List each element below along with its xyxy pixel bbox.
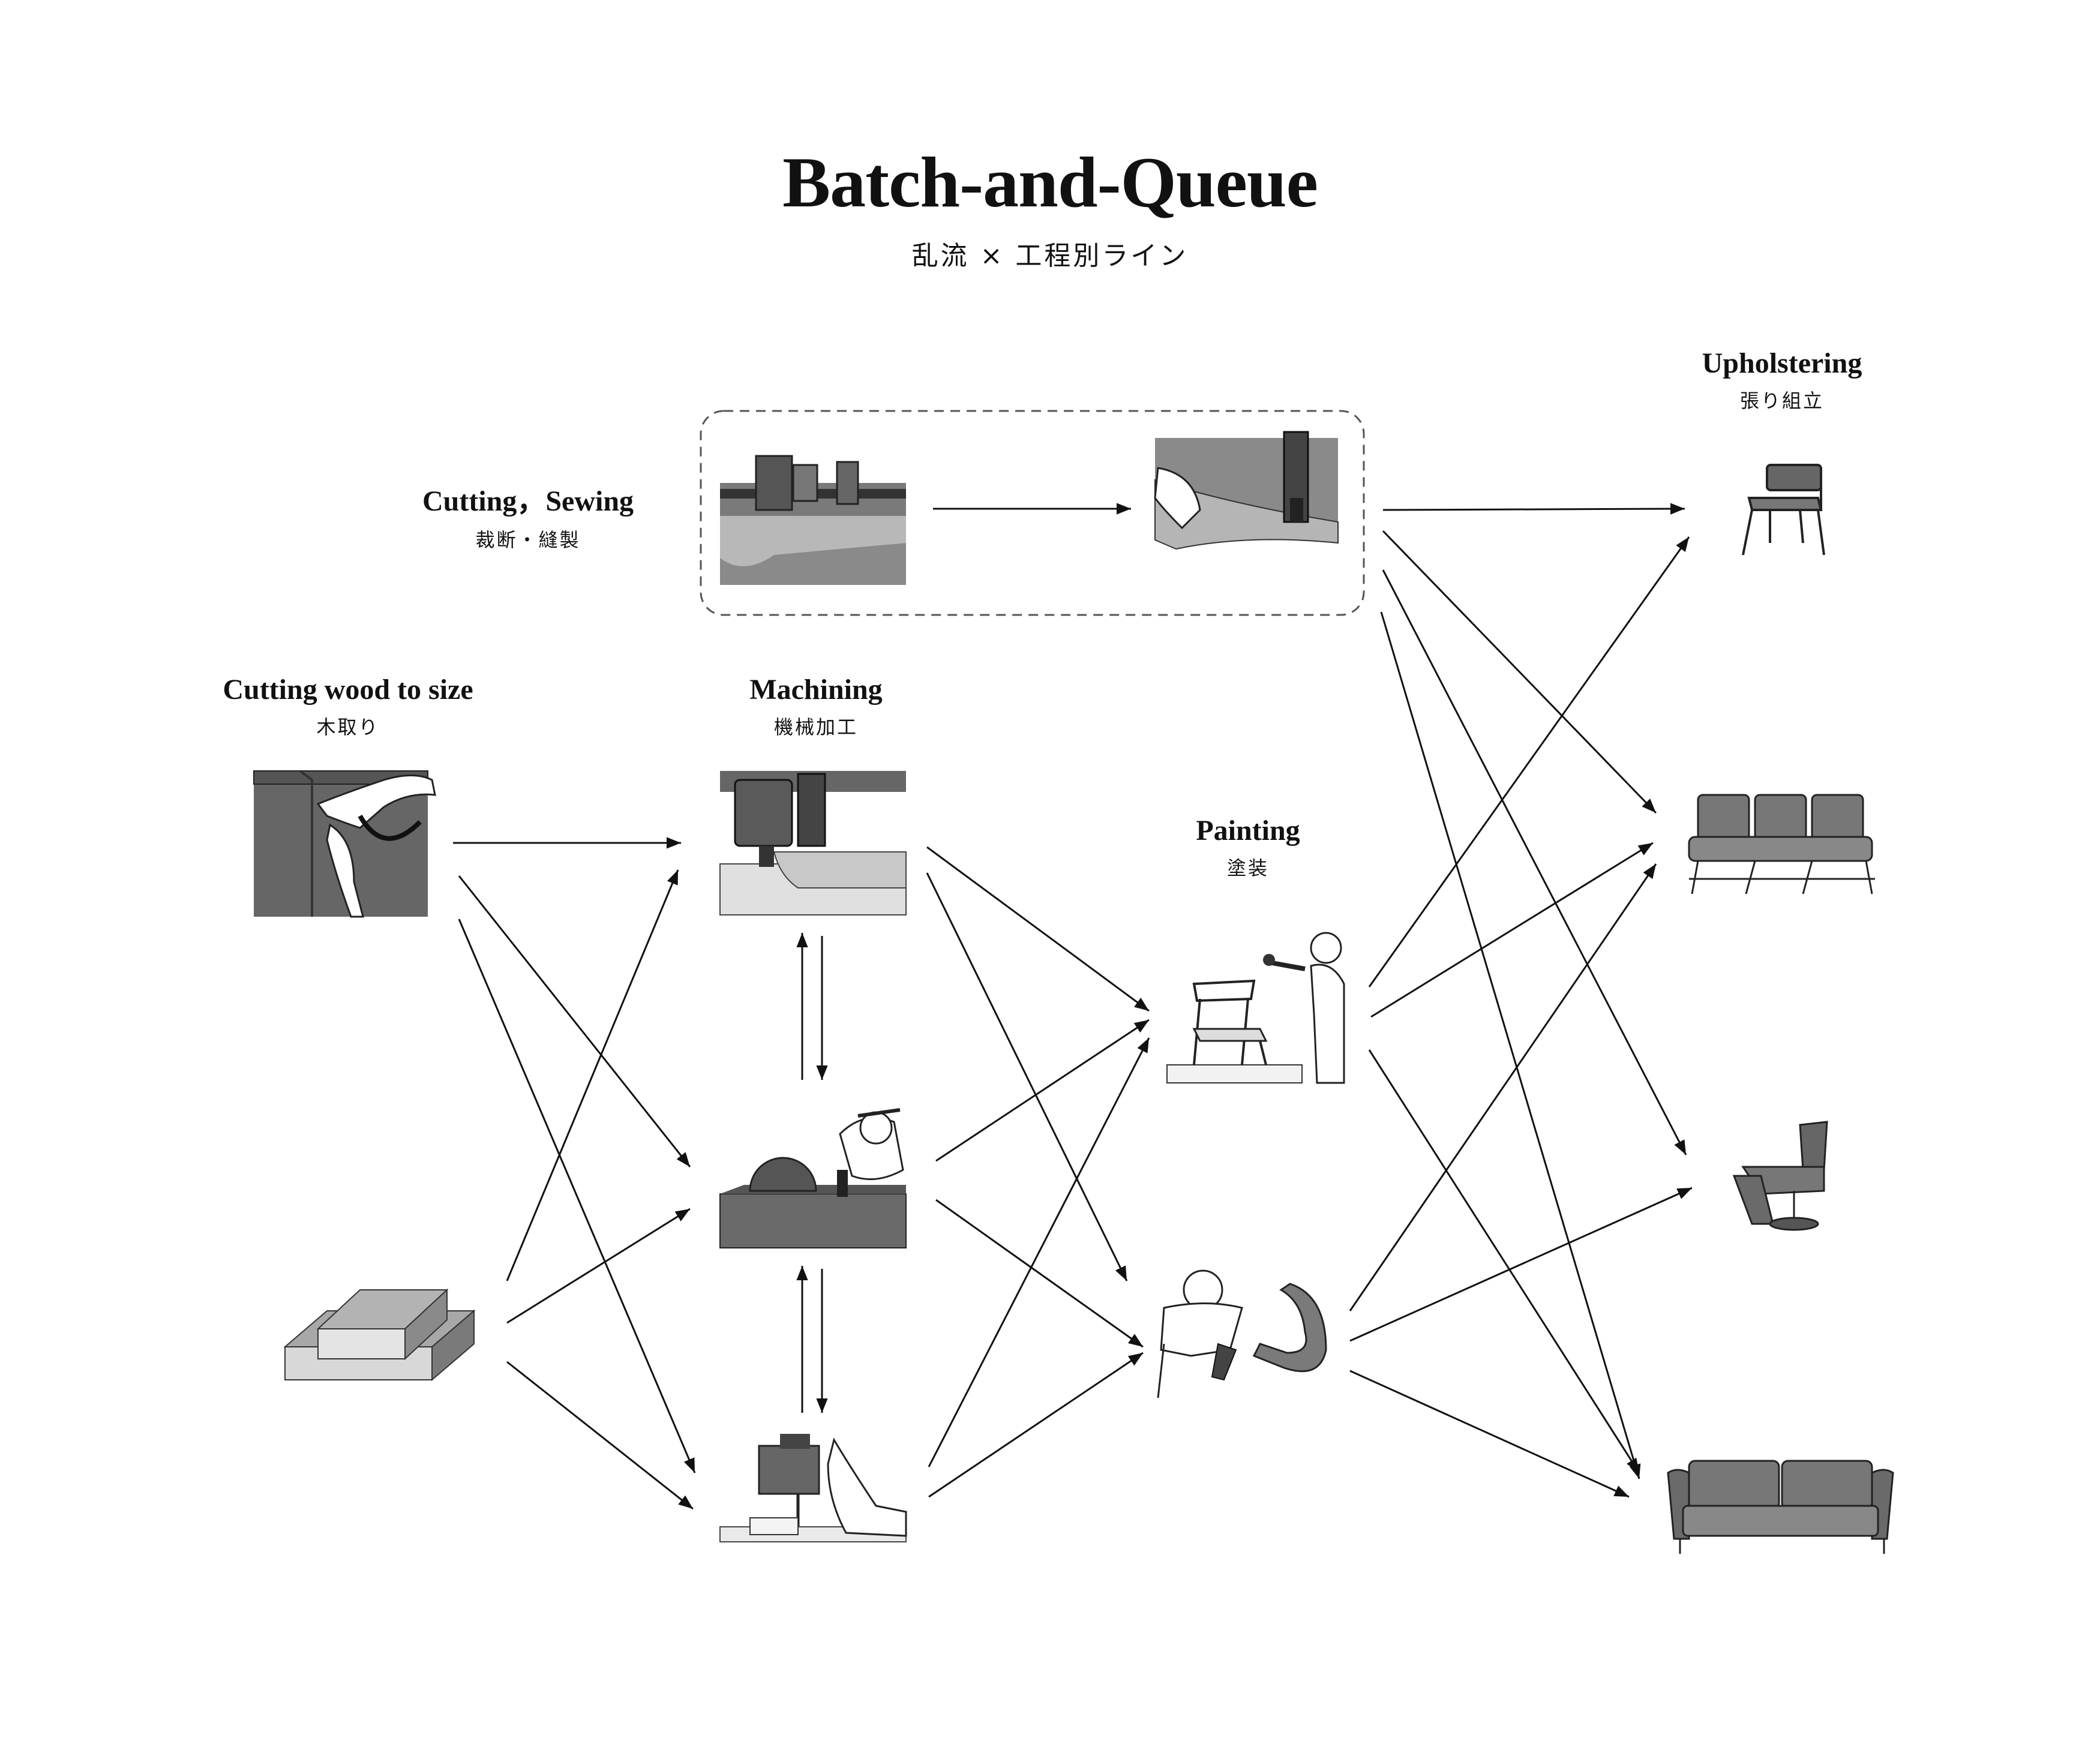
dining-chair-icon xyxy=(1742,464,1825,556)
lumber-stack-icon xyxy=(283,1288,476,1382)
arrow-woodcut-to-tablesaw xyxy=(458,875,691,1167)
arrow-sewing-to-chair xyxy=(1382,503,1685,515)
diagram-subtitle: 乱流 × 工程別ライン xyxy=(911,241,1189,271)
arrow-paintpart-to-three-seater xyxy=(1349,863,1657,1311)
arrow-paintchair-to-chair xyxy=(1368,536,1690,987)
arrow-lumber-to-router xyxy=(506,869,679,1281)
table-saw-icon xyxy=(719,1108,907,1248)
diagram-title: Batch-and-Queue xyxy=(782,142,1318,222)
arrow-lumber-to-bandsaw xyxy=(506,1361,694,1510)
label-painting-en: Painting xyxy=(1196,815,1300,847)
label-upholstering: Upholstering 張り組立 xyxy=(1656,347,1908,413)
arrow-paintpart-to-sofa xyxy=(1349,1370,1630,1498)
label-machining-en: Machining xyxy=(749,674,883,706)
label-painting: Painting 塗装 xyxy=(1128,814,1368,881)
label-cutting-sewing-jp: 裁断・縫製 xyxy=(475,529,581,551)
three-seat-sofa-icon xyxy=(1688,794,1875,894)
arrow-bandsaw-to-paintchair xyxy=(928,1037,1150,1467)
arrow-router-to-paintpart xyxy=(926,872,1128,1281)
arrow-paintchair-to-three-seater xyxy=(1370,842,1654,1018)
arrow-woodcut-to-bandsaw xyxy=(458,918,696,1473)
arrows xyxy=(453,503,1693,1510)
arrow-tablesaw-to-paintpart xyxy=(935,1199,1144,1348)
arrow-tablesaw-to-paintchair xyxy=(935,1019,1150,1162)
label-cutting-wood-jp: 木取り xyxy=(316,716,380,739)
arrow-paintpart-to-recliner xyxy=(1349,1187,1693,1342)
wood-cutting-icon xyxy=(253,770,436,918)
label-machining: Machining 機械加工 xyxy=(696,673,936,740)
cnc-cutting-table-icon xyxy=(720,455,906,585)
arrow-paintchair-to-sofa xyxy=(1368,1049,1640,1473)
label-cutting-sewing-en: Cutting，Sewing xyxy=(422,485,634,517)
sewing-machine-icon xyxy=(1154,431,1339,550)
label-painting-jp: 塗装 xyxy=(1226,857,1269,879)
band-saw-icon xyxy=(719,1434,907,1542)
spray-painting-part-icon xyxy=(1157,1269,1327,1398)
arrow-sewing-to-recliner xyxy=(1382,569,1687,1155)
label-cutting-wood: Cutting wood to size 木取り xyxy=(198,673,498,740)
arrow-bandsaw-to-paintpart xyxy=(928,1352,1144,1498)
arrow-sewing-to-sofa xyxy=(1380,611,1641,1479)
label-machining-jp: 機械加工 xyxy=(773,716,858,739)
label-upholstering-jp: 張り組立 xyxy=(1739,389,1824,412)
label-cutting-sewing: Cutting，Sewing 裁断・縫製 xyxy=(408,477,648,553)
cnc-router-icon xyxy=(719,771,907,915)
arrow-router-to-paintchair xyxy=(926,846,1150,1012)
cutting-sewing-group-box xyxy=(700,410,1365,616)
sofa-icon xyxy=(1667,1460,1894,1554)
recliner-chair-icon xyxy=(1732,1121,1828,1231)
spray-painting-chair-icon xyxy=(1166,932,1345,1084)
label-upholstering-en: Upholstering xyxy=(1702,347,1862,379)
label-cutting-wood-en: Cutting wood to size xyxy=(223,674,473,706)
arrow-sewing-to-three-seater xyxy=(1382,530,1657,814)
arrow-lumber-to-tablesaw xyxy=(506,1208,691,1324)
